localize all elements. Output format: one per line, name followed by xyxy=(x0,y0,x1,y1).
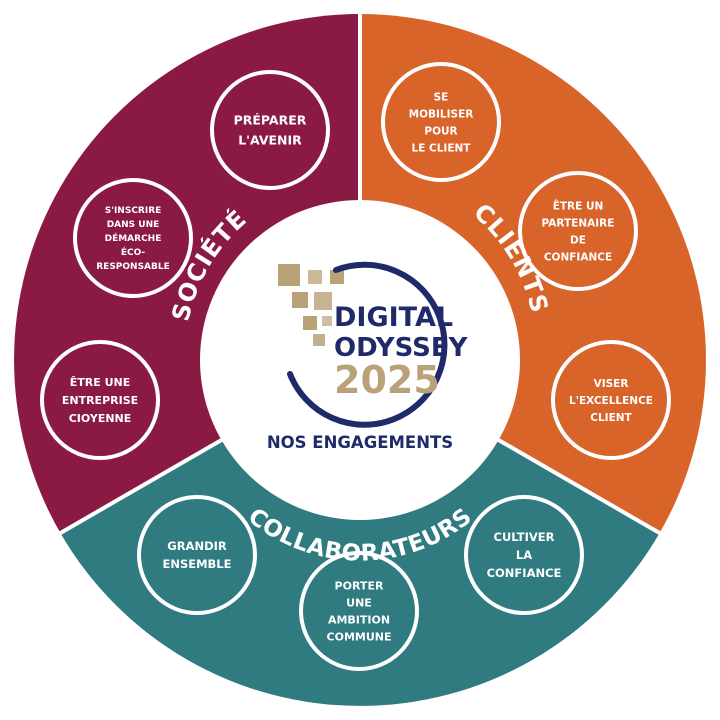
bubble-label-line: DÉMARCHE xyxy=(105,232,162,244)
bubble-label: ÊTRE UN PARTENAIRE DE CONFIANCE xyxy=(542,199,615,263)
bubble-label-line: LA xyxy=(516,548,532,562)
bubble-ring xyxy=(381,62,501,182)
bubble-cultiver-la-confiance: CULTIVER LA CONFIANCE xyxy=(464,495,584,615)
bubble-ring xyxy=(40,340,160,460)
logo-year: 2025 xyxy=(334,358,440,402)
bubble-label: CULTIVER LA CONFIANCE xyxy=(487,530,562,580)
bubble-label-line: MOBILISER xyxy=(409,108,474,120)
bubble-ring xyxy=(137,495,257,615)
bubble-label-line: S'INSCRIRE xyxy=(105,206,162,216)
bubble-label: SE MOBILISER POUR LE CLIENT xyxy=(409,91,474,154)
bubble-label-line: ENTREPRISE xyxy=(62,394,138,407)
digital-odyssey-logo: DIGITAL ODYSSEY 2025 xyxy=(278,261,469,428)
bubble-viser-l-excellence-client: VISER L'EXCELLENCE CLIENT xyxy=(551,340,671,460)
bubble-s-inscrire-eco-responsable: S'INSCRIRE DANS UNE DÉMARCHE ÉCO- RESPONSABL… xyxy=(73,178,193,298)
bubble-label-line: SE xyxy=(434,91,449,103)
bubble-ring xyxy=(73,178,193,298)
bubble-ring xyxy=(518,171,638,291)
bubble-label-line: ENSEMBLE xyxy=(162,557,231,571)
bubble-label-line: GRANDIR xyxy=(167,539,227,553)
bubble-label-line: RESPONSABLE xyxy=(96,262,170,272)
bubble-label-line: PORTER xyxy=(335,579,384,592)
bubble-label: ÊTRE UNE ENTREPRISE CIOYENNE xyxy=(62,376,138,425)
bubble-label-line: UNE xyxy=(346,596,372,609)
logo-digital: DIGITAL xyxy=(334,302,453,333)
bubble-partenaire-de-confiance: ÊTRE UN PARTENAIRE DE CONFIANCE xyxy=(518,171,638,291)
logo-arc xyxy=(287,261,448,428)
bubble-label: PORTER UNE AMBITION COMMUNE xyxy=(327,579,392,643)
bubble-label-line: ÉCO- xyxy=(121,246,146,258)
bubble-grandir-ensemble: GRANDIR ENSEMBLE xyxy=(137,495,257,615)
bubble-ring xyxy=(210,70,330,190)
bubble-ring xyxy=(464,495,584,615)
bubble-label-line: CONFIANCE xyxy=(487,566,562,580)
logo-odyssey: ODYSSEY xyxy=(334,333,469,363)
bubble-label-line: CLIENT xyxy=(590,412,632,424)
nos-engagements-subtitle: NOS ENGAGEMENTS xyxy=(267,433,453,452)
bubble-label-line: POUR xyxy=(424,125,457,137)
sector-collaborateurs xyxy=(60,360,660,706)
bubble-label-line: L'AVENIR xyxy=(238,133,302,148)
bubble-ring xyxy=(551,340,671,460)
bubble-label-line: DANS UNE xyxy=(107,220,160,230)
bubble-label-line: L'EXCELLENCE xyxy=(569,395,653,407)
bubble-label: S'INSCRIRE DANS UNE DÉMARCHE ÉCO- RESPONSABL… xyxy=(96,206,170,272)
bubble-label-line: PARTENAIRE xyxy=(542,217,615,229)
bubble-label-line: LE CLIENT xyxy=(412,142,472,154)
bubble-porter-une-ambition-commune: PORTER UNE AMBITION COMMUNE xyxy=(299,551,419,671)
bubble-label-line: PRÉPARER xyxy=(234,113,307,128)
bubble-label: PRÉPARER L'AVENIR xyxy=(234,113,307,148)
bubble-label-line: AMBITION xyxy=(328,613,390,626)
bubble-label-line: DE xyxy=(570,234,586,246)
bubble-label: GRANDIR ENSEMBLE xyxy=(162,539,231,571)
bubble-label: VISER L'EXCELLENCE CLIENT xyxy=(569,378,653,424)
bubble-entreprise-citoyenne: ÊTRE UNE ENTREPRISE CIOYENNE xyxy=(40,340,160,460)
bubble-label-line: VISER xyxy=(594,378,629,390)
bubble-label-line: ÊTRE UN xyxy=(553,199,604,212)
bubble-ring xyxy=(299,551,419,671)
bubble-label-line: CULTIVER xyxy=(494,530,555,544)
bubble-label-line: ÊTRE UNE xyxy=(70,376,130,389)
bubble-preparer-l-avenir: PRÉPARER L'AVENIR xyxy=(210,70,330,190)
bubble-label-line: COMMUNE xyxy=(327,630,392,643)
bubble-se-mobiliser-pour-le-client: SE MOBILISER POUR LE CLIENT xyxy=(381,62,501,182)
bubble-label-line: CIOYENNE xyxy=(69,412,132,425)
bubble-label-line: CONFIANCE xyxy=(544,251,612,263)
